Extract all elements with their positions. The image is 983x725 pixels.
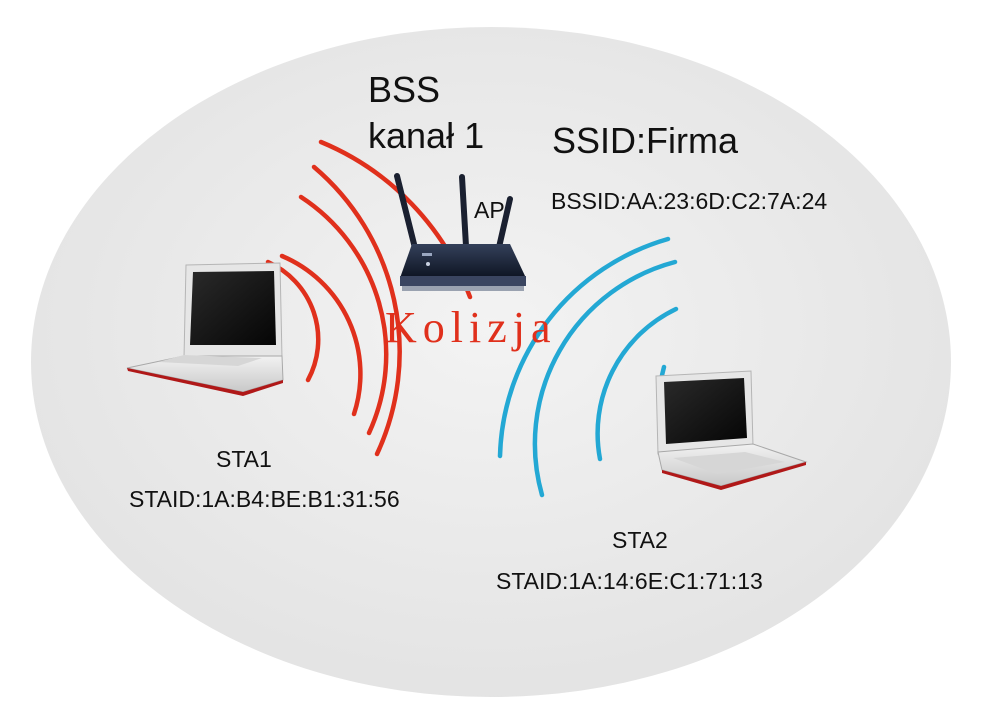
sta1-id-label: STAID:1A:B4:BE:B1:31:56 <box>129 486 400 512</box>
sta2-laptop-icon <box>655 370 808 490</box>
ssid-label: SSID:Firma <box>552 120 739 161</box>
wireless-router-icon <box>394 173 526 291</box>
collision-label: Kolizja <box>385 303 557 352</box>
channel-label: kanał 1 <box>368 115 485 156</box>
sta1-name-label: STA1 <box>216 446 272 472</box>
ap-label: AP <box>474 197 505 223</box>
bssid-label: BSSID:AA:23:6D:C2:7A:24 <box>551 188 828 214</box>
sta2-name-label: STA2 <box>612 527 668 553</box>
sta2-id-label: STAID:1A:14:6E:C1:71:13 <box>496 568 763 594</box>
sta1-signal-waves <box>265 139 473 457</box>
sta1-laptop-icon <box>126 262 284 396</box>
bss-label: BSS <box>368 69 441 110</box>
bss-area <box>31 27 951 697</box>
